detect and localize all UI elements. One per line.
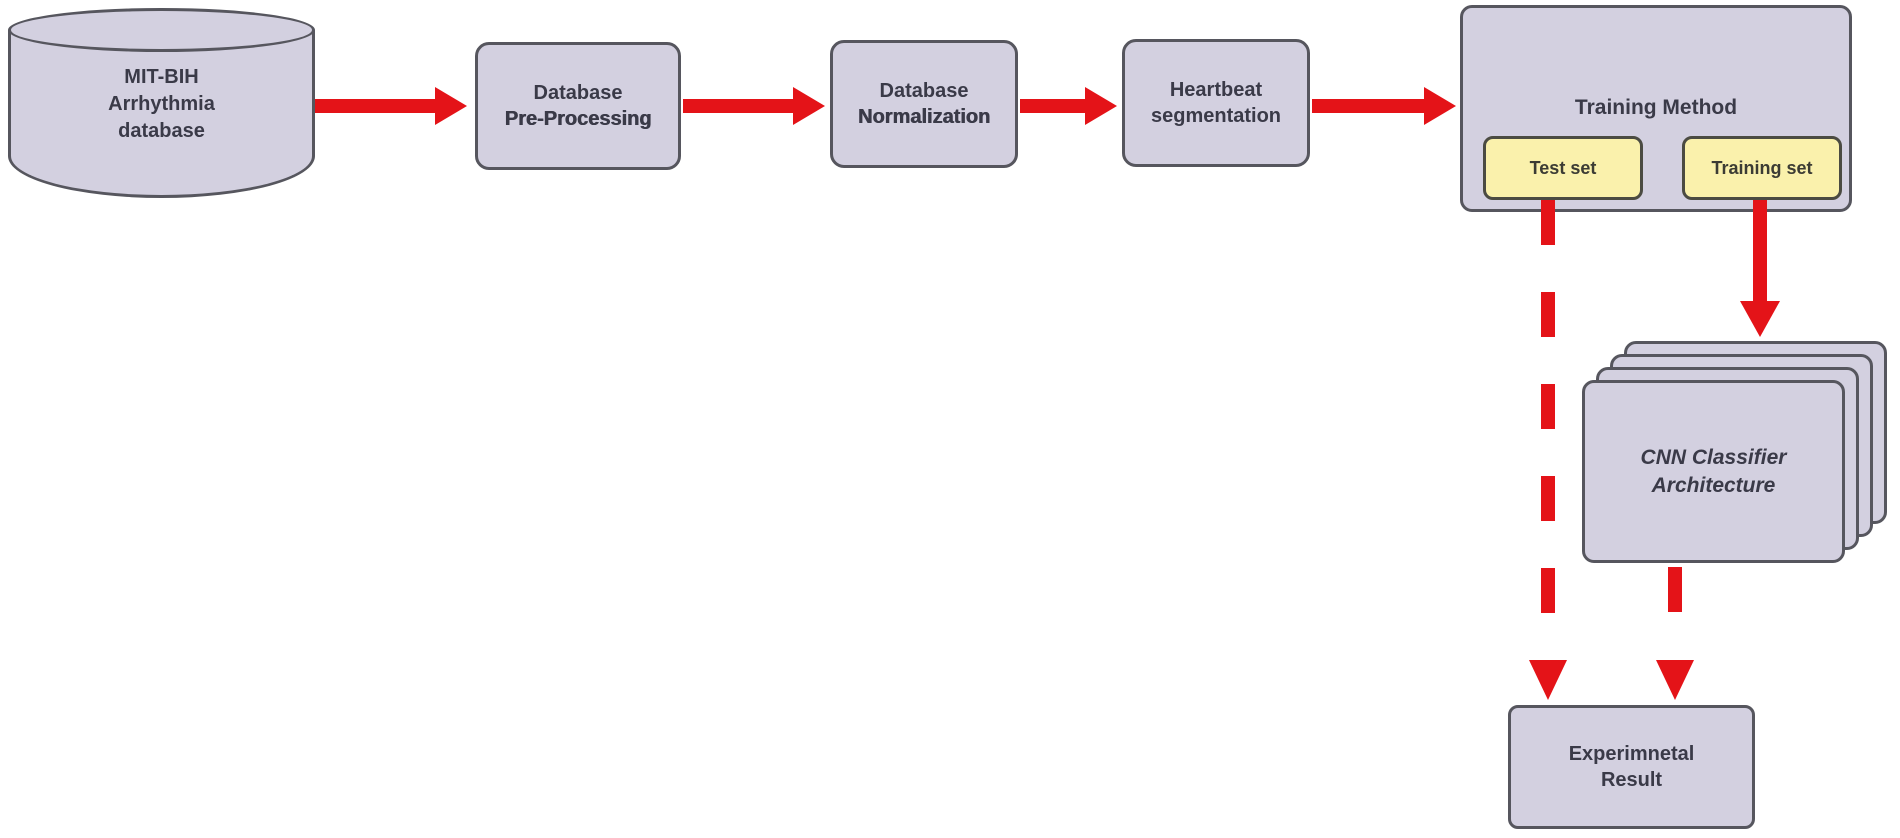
arrow-shaft	[1020, 99, 1091, 113]
arrow-segmentation-to-training	[1312, 87, 1456, 125]
cnn-card-front: CNN Classifier Architecture	[1582, 380, 1845, 563]
database-label-line3: database	[118, 120, 205, 142]
database-cylinder-body	[8, 30, 315, 198]
arrow-head	[1424, 87, 1456, 125]
preprocessing-line2: Pre-Processing	[504, 108, 652, 130]
arrow-head	[793, 87, 825, 125]
arrow-shaft	[1753, 200, 1767, 305]
database-cylinder: MIT-BIH Arrhythmia database	[8, 8, 315, 198]
database-label-line1: MIT-BIH	[124, 66, 199, 88]
training-set-label: Training set	[1711, 157, 1813, 178]
arrow-shaft	[683, 99, 799, 113]
database-label: MIT-BIH Arrhythmia database	[8, 64, 315, 145]
node-result: Experimnetal Result	[1508, 705, 1755, 829]
preprocessing-line1: Database	[533, 82, 623, 104]
dashed-line-testset-to-result	[1541, 200, 1555, 658]
arrow-head	[1740, 301, 1780, 337]
normalization-line1: Database	[879, 80, 969, 102]
test-set-box: Test set	[1483, 136, 1643, 200]
node-training-method: Training Method Test set Training set	[1460, 5, 1852, 212]
arrow-normalization-to-segmentation	[1020, 87, 1117, 125]
node-cnn-stack: CNN Classifier Architecture	[1582, 341, 1892, 565]
dashed-line-cnn-to-result	[1668, 567, 1682, 658]
training-set-box: Training set	[1682, 136, 1842, 200]
node-normalization: Database Normalization	[830, 40, 1018, 168]
arrow-shaft	[315, 99, 441, 113]
arrow-head	[435, 87, 467, 125]
arrow-shaft	[1312, 99, 1430, 113]
node-preprocessing: Database Pre-Processing	[475, 42, 681, 170]
segmentation-line1: Heartbeat	[1169, 79, 1263, 101]
arrow-preprocessing-to-normalization	[683, 87, 825, 125]
segmentation-line2: segmentation	[1150, 105, 1282, 127]
result-line1: Experimnetal	[1568, 743, 1695, 765]
node-segmentation: Heartbeat segmentation	[1122, 39, 1310, 167]
result-line2: Result	[1600, 769, 1663, 791]
normalization-line2: Normalization	[857, 106, 991, 128]
arrow-head	[1085, 87, 1117, 125]
cnn-line1: CNN Classifier	[1640, 445, 1787, 469]
database-cylinder-top	[8, 8, 315, 52]
arrow-trainingset-to-cnn	[1740, 200, 1780, 337]
dashed-arrow-head-cnn	[1656, 660, 1694, 700]
training-method-title: Training Method	[1574, 96, 1738, 119]
cnn-line2: Architecture	[1651, 473, 1776, 497]
arrow-database-to-preprocessing	[315, 87, 467, 125]
dashed-arrow-head-testset	[1529, 660, 1567, 700]
database-label-line2: Arrhythmia	[108, 93, 215, 115]
test-set-label: Test set	[1529, 157, 1597, 178]
